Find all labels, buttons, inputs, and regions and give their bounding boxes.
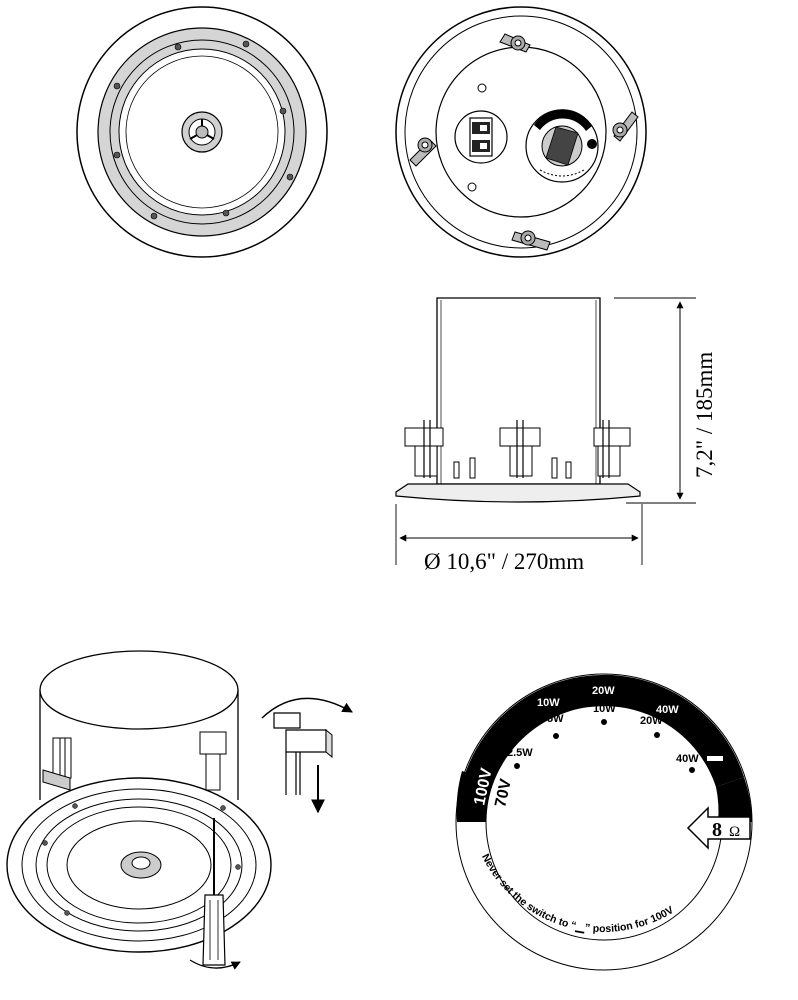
dial-label-100v-20w: 20W	[592, 685, 615, 697]
tap-dial: 10W 20W 40W 100V 5W 5W 10W 20W 40W 2.5W …	[455, 673, 753, 971]
height-dimension-label: 7,2" / 185mm	[692, 352, 717, 478]
impedance-number: 8	[712, 819, 722, 841]
dial-label-100v-40w: 40W	[656, 704, 679, 716]
screw-icon	[42, 803, 241, 916]
screw-icon	[113, 40, 294, 220]
diameter-dimension-label: Ø 10,6" / 270mm	[424, 549, 584, 574]
mounting-clamp-icon	[409, 33, 639, 251]
screwdriver-icon	[189, 818, 241, 970]
dial-voltage-70v: 70V	[492, 777, 515, 809]
front-view	[76, 6, 328, 258]
dial-label-inner-10w: 10W	[593, 703, 616, 715]
dial-positions	[514, 719, 695, 773]
terminal-block	[454, 110, 508, 164]
dial-label-inner-5w: 5W	[547, 713, 564, 725]
dial-label-70v-2-5w: 2.5W	[507, 747, 533, 759]
dial-label-inner-20w: 20W	[640, 715, 663, 727]
installation-view	[6, 650, 353, 970]
back-view	[395, 6, 647, 258]
side-view: 7,2" / 185mm Ø 10,6" / 270mm	[395, 297, 717, 574]
impedance-pointer: 8 Ω	[686, 806, 751, 850]
dial-label-70v-5w: 5W	[492, 735, 509, 747]
dial-label-inner-40w: 40W	[676, 753, 699, 765]
dial-label-100v-10w: 10W	[537, 697, 560, 709]
impedance-unit: Ω	[729, 824, 740, 840]
tap-switch	[525, 109, 599, 183]
clamp-detail	[261, 697, 353, 814]
